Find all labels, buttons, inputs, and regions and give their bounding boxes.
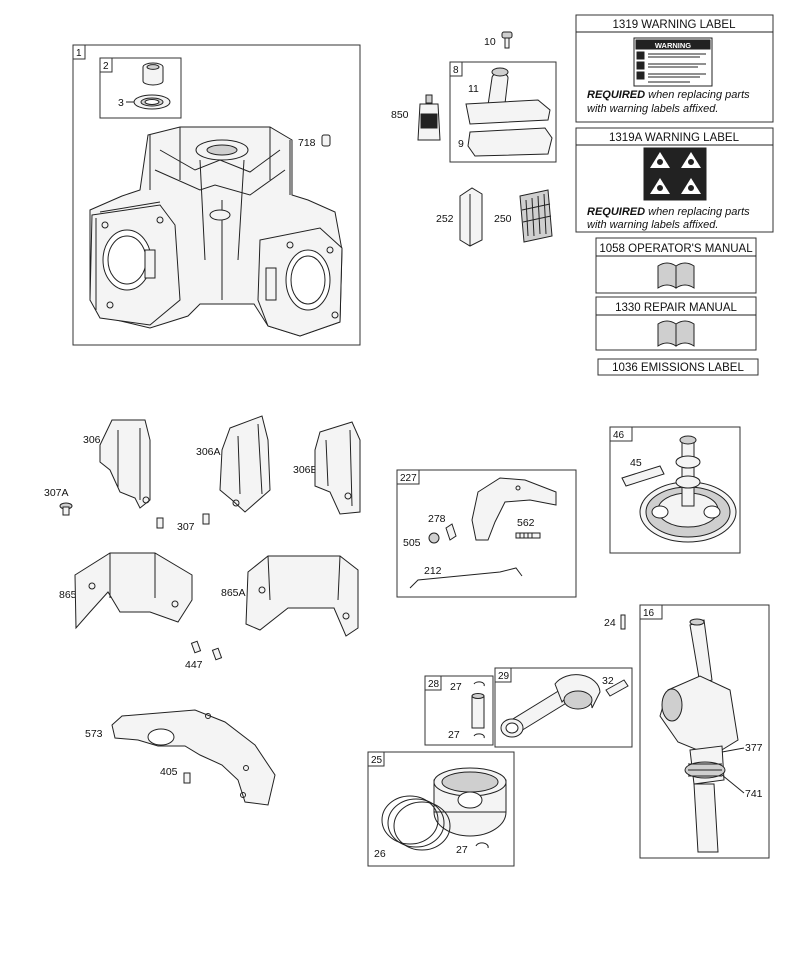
part-3-label: 3 [118, 97, 124, 109]
part-405-label: 405 [160, 766, 178, 778]
crankcase-part [89, 126, 343, 337]
screws-447-part [190, 640, 223, 661]
part-27-label-a: 27 [450, 681, 462, 693]
group-1-tag: 1 [76, 48, 82, 59]
part-306B-label: 306B [293, 464, 318, 476]
dowel-pin-part [321, 134, 331, 147]
part-307-label: 307 [177, 521, 195, 533]
part-306-label: 306 [83, 434, 101, 446]
breather-cover-part [465, 99, 551, 125]
key-24-part [620, 614, 626, 630]
group-227-governor: 227 278 505 562 212 [396, 469, 577, 598]
breather-gasket-part [467, 127, 553, 157]
part-718-label: 718 [298, 137, 316, 149]
governor-lever-part [471, 477, 557, 541]
screw-part [501, 31, 513, 49]
part-32-label: 32 [602, 675, 614, 687]
label-1319-required-text: REQUIRED when replacing parts [587, 89, 750, 101]
bushing-part [142, 62, 164, 86]
group-29-connecting-rod: 29 32 [494, 667, 633, 748]
label-1036-title: 1036 EMISSIONS LABEL [612, 362, 744, 374]
seal-part [133, 94, 171, 110]
back-plate-573-part [111, 709, 276, 806]
camshaft-pin-part [621, 465, 665, 487]
bolt-307A-part [59, 502, 73, 516]
hazard-symbols-icon [643, 147, 707, 201]
shroud-306-part [99, 419, 151, 509]
group-16-tag: 16 [643, 608, 655, 619]
part-377-label: 377 [745, 742, 763, 754]
group-2-tag: 2 [103, 61, 109, 72]
part-562-label: 562 [517, 517, 535, 529]
piston-part [433, 767, 507, 837]
part-11-label: 11 [468, 83, 479, 95]
group-1-crankcase: 1 2 3 718 [72, 44, 361, 346]
cam-gear-part [639, 435, 737, 543]
warning-word: WARNING [655, 41, 691, 50]
manual-1058-title: 1058 OPERATOR'S MANUAL [599, 243, 753, 255]
piston-rings-part [381, 795, 451, 851]
group-25-tag: 25 [371, 755, 383, 766]
part-278-label: 278 [428, 513, 446, 525]
part-447-label: 447 [185, 659, 203, 671]
shroud-306B-part [314, 421, 361, 515]
part-865A-label: 865A [221, 587, 246, 599]
book-icon [657, 320, 695, 347]
piston-pin-part [471, 695, 485, 729]
crankshaft-part [659, 618, 739, 853]
nut-505-part [428, 532, 440, 544]
warning-label-icon: WARNING [633, 37, 713, 87]
part-27-label-b: 27 [448, 729, 460, 741]
manual-1330-title: 1330 REPAIR MANUAL [615, 302, 737, 314]
label-1319A-affixed-text: with warning labels affixed. [587, 219, 718, 231]
part-741-label: 741 [745, 788, 763, 800]
group-29-tag: 29 [498, 671, 510, 682]
group-8-tag: 8 [453, 65, 459, 76]
sealant-tube-part [417, 94, 441, 141]
part-9-label: 9 [458, 138, 464, 150]
group-28-tag: 28 [428, 679, 440, 690]
label-1319-box: 1319 WARNING LABEL WARNING REQUIRED when… [575, 14, 774, 123]
part-307A-label: 307A [44, 487, 69, 499]
part-24-label: 24 [604, 617, 616, 629]
filter-block-part [459, 187, 483, 247]
label-1319-title: 1319 WARNING LABEL [613, 19, 737, 31]
part-250-label: 250 [494, 213, 512, 225]
part-505-label: 505 [403, 537, 421, 549]
manual-1330-box: 1330 REPAIR MANUAL [595, 296, 757, 351]
part-212-label: 212 [424, 565, 442, 577]
book-icon [657, 262, 695, 289]
part-26-label: 26 [374, 848, 386, 860]
part-252-label: 252 [436, 213, 454, 225]
part-27-label-c: 27 [456, 844, 468, 856]
shroud-306A-part [219, 415, 271, 513]
baffle-865A-part [245, 555, 359, 637]
group-16-crankshaft: 16 377 741 [639, 604, 770, 859]
baffle-865-part [74, 552, 193, 630]
group-8-breather: 8 11 9 [449, 61, 557, 163]
connecting-rod-part [500, 674, 629, 738]
group-28-piston-pin: 28 27 27 [424, 675, 494, 746]
governor-spring-link-part [409, 567, 523, 589]
label-1036-box: 1036 EMISSIONS LABEL [597, 358, 759, 376]
group-227-tag: 227 [400, 473, 417, 484]
group-46-tag: 46 [613, 430, 625, 441]
part-10-label: 10 [484, 36, 496, 48]
bolt-307-part [156, 513, 210, 529]
label-1319A-title: 1319A WARNING LABEL [609, 132, 740, 144]
part-45-label: 45 [630, 457, 642, 469]
label-1319-affixed-text: with warning labels affixed. [587, 103, 718, 115]
label-1319A-box: 1319A WARNING LABEL REQUIRED when replac… [575, 127, 774, 233]
part-850-label: 850 [391, 109, 409, 121]
part-306A-label: 306A [196, 446, 221, 458]
filter-screen-part [519, 189, 553, 243]
manual-1058-box: 1058 OPERATOR'S MANUAL [595, 237, 757, 294]
screw-405-part [183, 772, 191, 784]
group-25-piston: 25 26 27 [367, 751, 515, 867]
part-573-label: 573 [85, 728, 103, 740]
part-865-label: 865 [59, 589, 77, 601]
label-1319A-required-text: REQUIRED when replacing parts [587, 206, 750, 218]
group-46-camshaft: 46 45 [609, 426, 741, 554]
